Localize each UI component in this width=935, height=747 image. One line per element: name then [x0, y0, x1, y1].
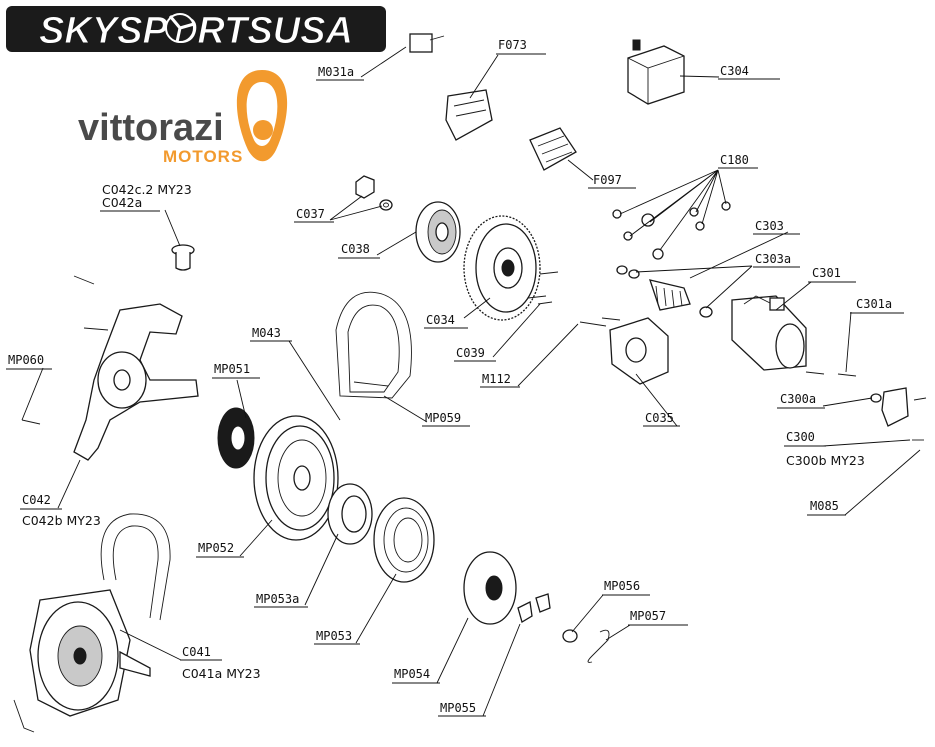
pawls-part — [517, 593, 551, 623]
belt-part — [335, 291, 412, 399]
label-C303: C303 — [755, 219, 784, 233]
label-MP052: MP052 — [198, 541, 234, 555]
label-C035: C035 — [645, 411, 674, 425]
label-M031a: M031a — [318, 65, 354, 79]
vittorazi-logo: vittorazi MOTORS — [78, 70, 288, 166]
ratchet-plate-part — [463, 551, 517, 625]
rectifier-part — [445, 89, 493, 141]
label-C041: C041 — [182, 645, 211, 659]
label-C180: C180 — [720, 153, 749, 167]
label-MP057: MP057 — [630, 609, 666, 623]
bolts-part — [527, 295, 553, 305]
skysportsusa-logo: SKYSPORTSUSA — [6, 6, 386, 53]
label-C301: C301 — [812, 266, 841, 280]
label-M112: M112 — [482, 372, 511, 386]
pulley-part — [253, 415, 339, 541]
svg-text:SKYSPORTSUSA: SKYSPORTSUSA — [39, 10, 353, 52]
label-MP060: MP060 — [8, 353, 44, 367]
propeller-icon — [165, 13, 195, 43]
label-C042: C042 — [22, 493, 51, 507]
regulator-part — [529, 127, 577, 171]
label-C303a: C303a — [755, 252, 791, 266]
label-C300b: C300b MY23 — [786, 453, 865, 468]
starter-bolt-part — [805, 371, 857, 377]
label-C037: C037 — [296, 207, 325, 221]
recoil-starter-assembly-part — [13, 513, 171, 733]
label-C042b: C042b MY23 — [22, 513, 101, 528]
bearing-part — [327, 483, 373, 545]
label-C041a: C041a MY23 — [182, 666, 261, 681]
label-C300a: C300a — [780, 392, 816, 406]
label-MP056: MP056 — [604, 579, 640, 593]
relay-part — [627, 39, 685, 105]
label-MP054: MP054 — [394, 667, 430, 681]
label-M085: M085 — [810, 499, 839, 513]
small-screws-part — [612, 201, 731, 260]
svg-text:MOTORS: MOTORS — [163, 147, 243, 166]
bracket-part — [870, 387, 927, 441]
clutch-hub-part — [415, 201, 461, 263]
recoil-spring-part — [373, 497, 435, 583]
label-MP055: MP055 — [440, 701, 476, 715]
vent-tube-part — [409, 33, 463, 154]
bracket-arm-part — [21, 275, 199, 461]
label-C300: C300 — [786, 430, 815, 444]
label-MP051: MP051 — [214, 362, 250, 376]
starter-motor-part — [731, 295, 807, 371]
label-C034: C034 — [426, 313, 455, 327]
nut-washer-part — [355, 175, 393, 211]
starter-housing-part — [579, 317, 669, 385]
label-MP059: MP059 — [425, 411, 461, 425]
seal-part — [217, 407, 255, 469]
label-C304: C304 — [720, 64, 749, 78]
leader-lines — [21, 46, 921, 717]
part-labels: M031a F073 C304 F097 C180 C042c.2 MY23 C… — [6, 38, 904, 717]
label-C038: C038 — [341, 242, 370, 256]
flywheel-part — [463, 215, 559, 321]
label-M043: M043 — [252, 326, 281, 340]
label-C042a: C042a — [102, 195, 142, 210]
label-F073: F073 — [498, 38, 527, 52]
vittorazi-emblem-icon — [236, 70, 288, 162]
spacer-part — [171, 244, 195, 271]
label-MP053a: MP053a — [256, 592, 299, 606]
svg-text:vittorazi: vittorazi — [78, 107, 224, 149]
washer-clip-part — [562, 629, 610, 663]
label-F097: F097 — [593, 173, 622, 187]
label-C042c2: C042c.2 MY23 — [102, 182, 192, 197]
label-MP053: MP053 — [316, 629, 352, 643]
starter-gear-part — [616, 265, 713, 318]
label-C039: C039 — [456, 346, 485, 360]
label-C301a: C301a — [856, 297, 892, 311]
